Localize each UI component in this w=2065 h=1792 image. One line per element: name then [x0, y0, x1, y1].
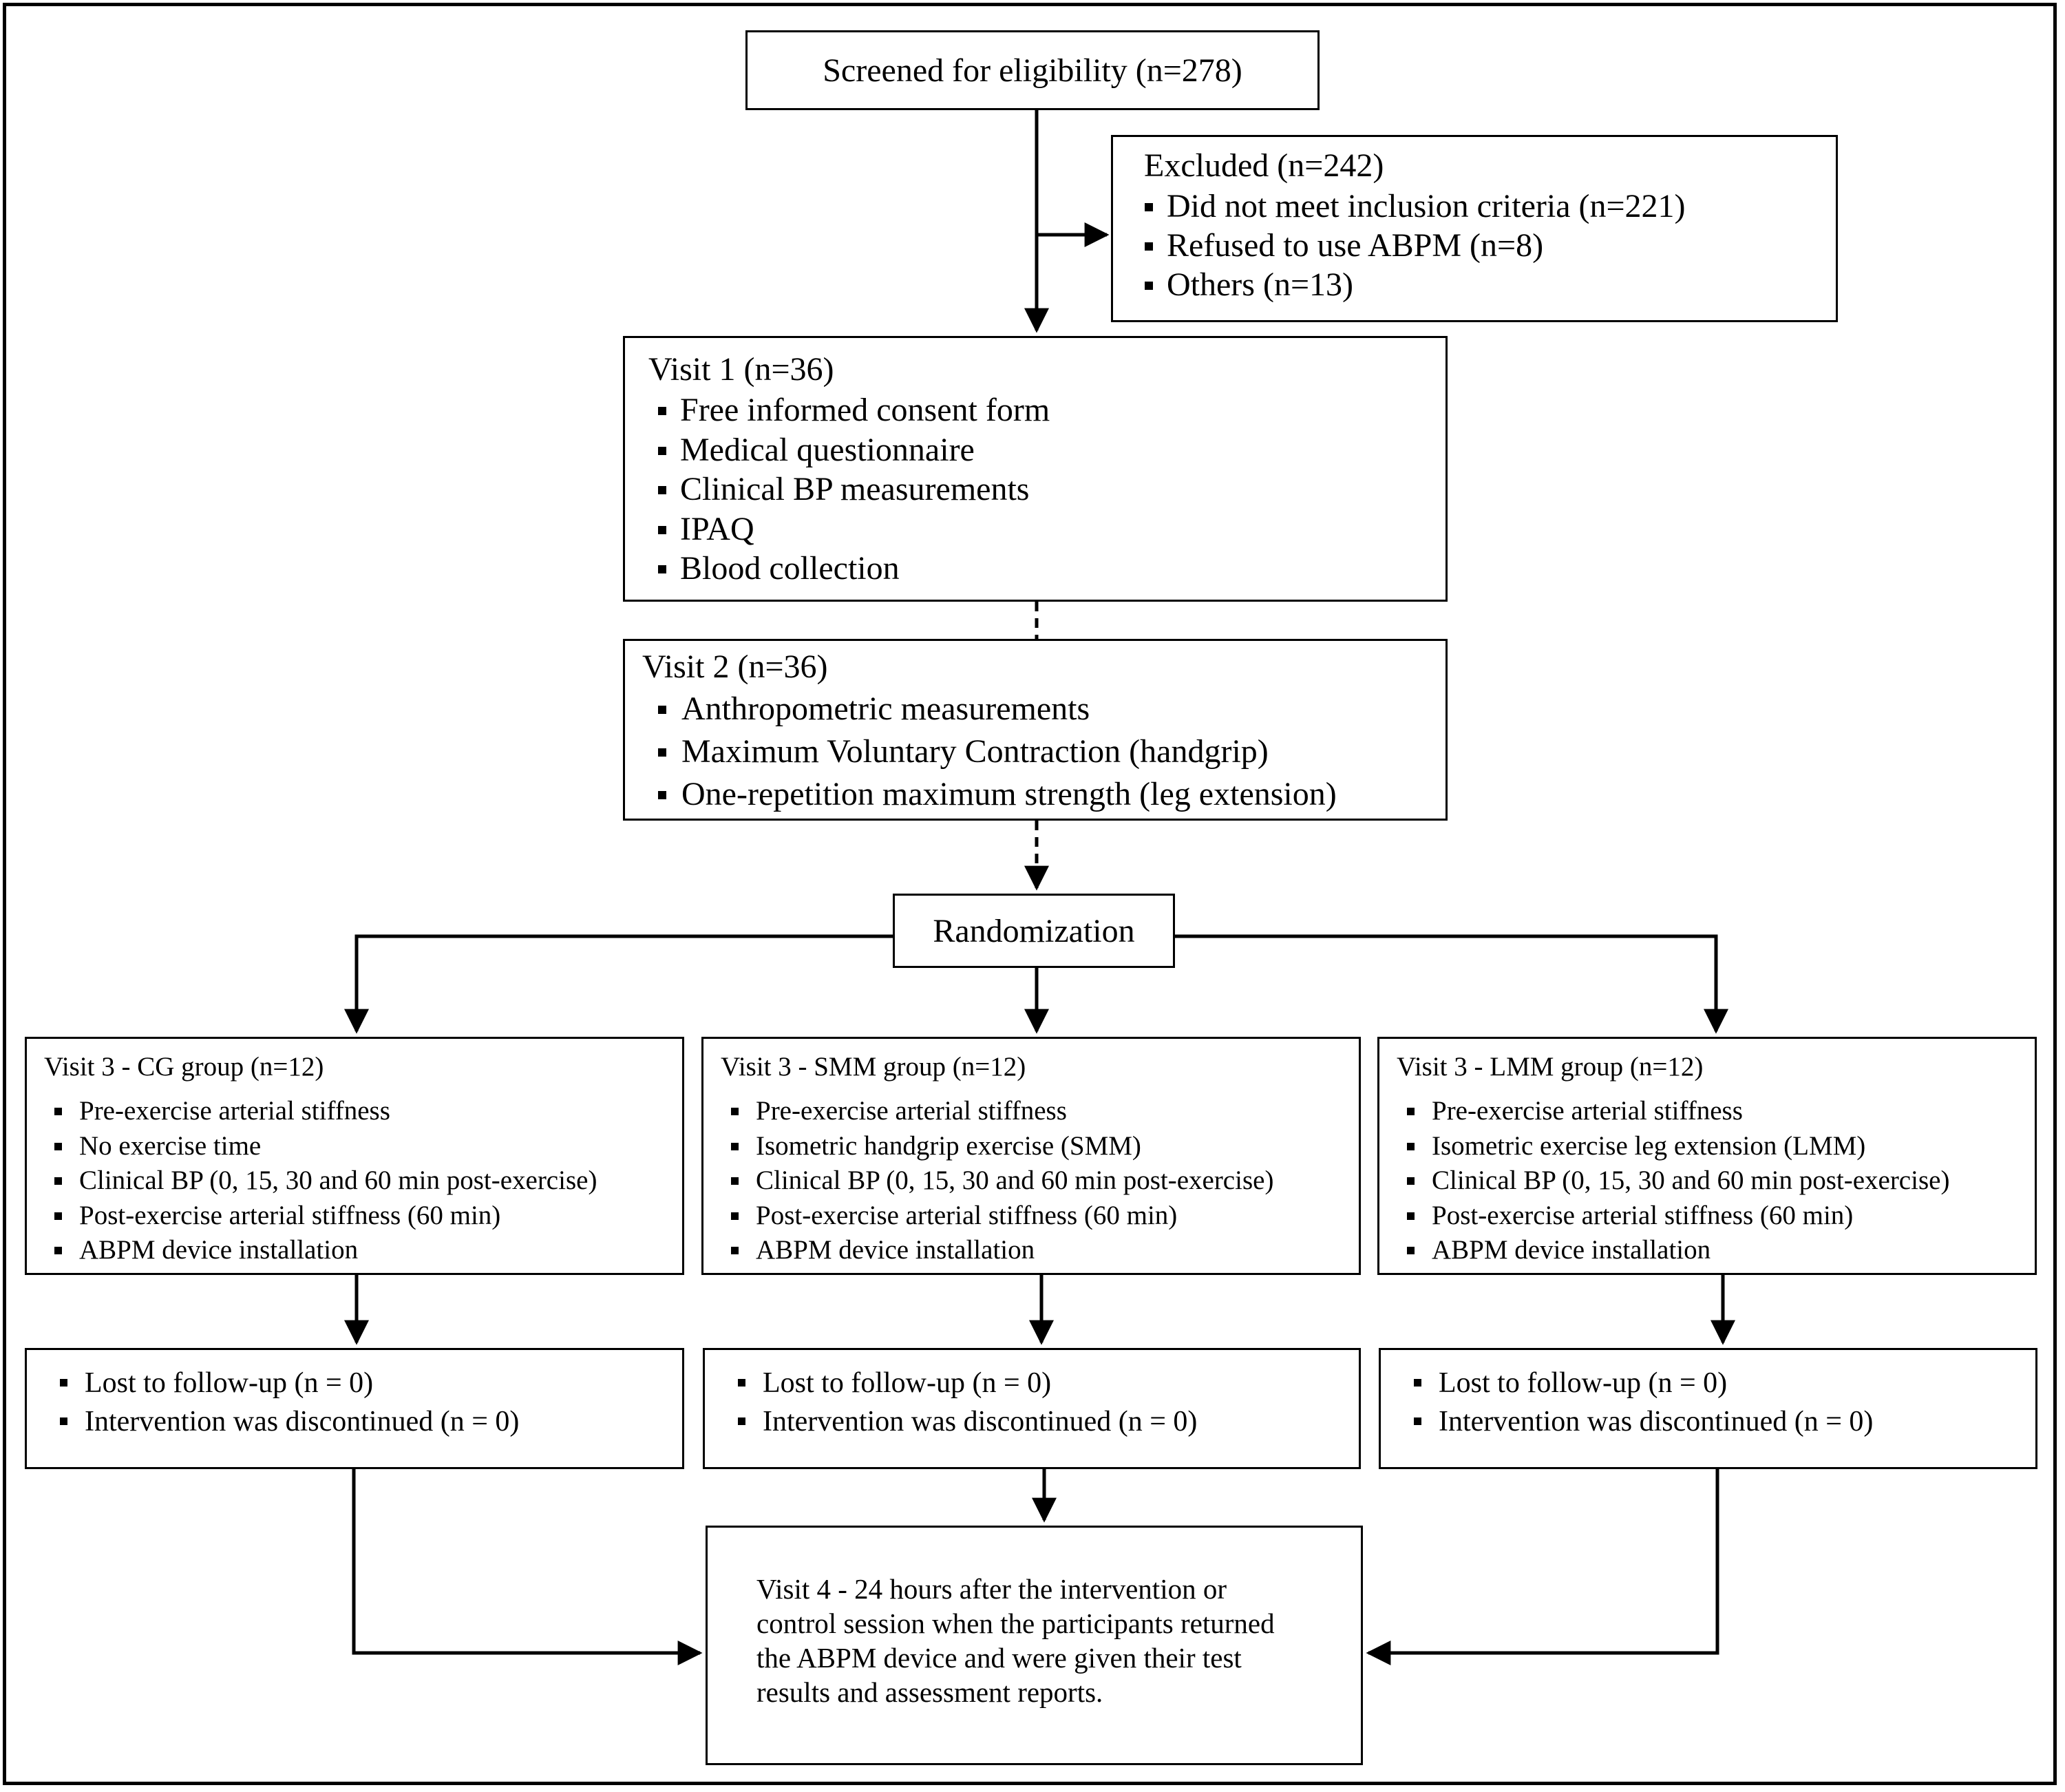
list-item: Clinical BP (0, 15, 30 and 60 min post-e… [730, 1163, 1273, 1199]
excluded-title: Excluded (n=242) [1144, 147, 1384, 184]
group-cg-list: Pre-exercise arterial stiffness No exerc… [54, 1094, 597, 1268]
list-item: Intervention was discontinued (n = 0) [1413, 1402, 1873, 1441]
group-smm-title: Visit 3 - SMM group (n=12) [721, 1052, 1026, 1082]
list-item: Post-exercise arterial stiffness (60 min… [54, 1199, 597, 1234]
list-item: Anthropometric measurements [658, 688, 1337, 730]
list-item: Medical questionnaire [657, 430, 1050, 470]
list-item: Refused to use ABPM (n=8) [1145, 226, 1686, 265]
group-smm-list: Pre-exercise arterial stiffness Isometri… [730, 1094, 1273, 1268]
arrow-to-cg [344, 934, 893, 1034]
group-lmm-title: Visit 3 - LMM group (n=12) [1397, 1052, 1704, 1082]
list-item: Lost to follow-up (n = 0) [737, 1364, 1197, 1402]
list-item: Lost to follow-up (n = 0) [1413, 1364, 1873, 1402]
figure-frame [3, 3, 2057, 1785]
list-item: Pre-exercise arterial stiffness [1406, 1094, 1949, 1129]
list-item: ABPM device installation [730, 1233, 1273, 1268]
followup-smm-list: Lost to follow-up (n = 0) Intervention w… [737, 1364, 1197, 1441]
list-item: Blood collection [657, 549, 1050, 589]
arrow-lmm-to-visit4 [1366, 1469, 1719, 1665]
visit4-text: Visit 4 - 24 hours after the interventio… [756, 1572, 1348, 1709]
list-item: Free informed consent form [657, 390, 1050, 430]
list-item: No exercise time [54, 1129, 597, 1164]
list-item: Isometric handgrip exercise (SMM) [730, 1129, 1273, 1164]
list-item: Post-exercise arterial stiffness (60 min… [1406, 1199, 1949, 1234]
list-item: Maximum Voluntary Contraction (handgrip) [658, 730, 1337, 773]
followup-lmm-list: Lost to follow-up (n = 0) Intervention w… [1413, 1364, 1873, 1441]
visit4-box: Visit 4 - 24 hours after the interventio… [706, 1526, 1363, 1765]
group-smm-box: Visit 3 - SMM group (n=12) Pre-exercise … [701, 1037, 1361, 1275]
list-item: Did not meet inclusion criteria (n=221) [1145, 188, 1686, 224]
group-cg-title: Visit 3 - CG group (n=12) [44, 1052, 324, 1082]
list-item: Pre-exercise arterial stiffness [54, 1094, 597, 1129]
arrow-to-lmm [1175, 934, 1728, 1034]
visit2-list: Anthropometric measurements Maximum Volu… [658, 688, 1337, 816]
list-item: ABPM device installation [54, 1233, 597, 1268]
group-cg-box: Visit 3 - CG group (n=12) Pre-exercise a… [25, 1037, 684, 1275]
visit1-title: Visit 1 (n=36) [648, 351, 834, 388]
arrow-cg-to-visit4 [352, 1469, 703, 1665]
visit2-title: Visit 2 (n=36) [642, 649, 828, 685]
group-lmm-box: Visit 3 - LMM group (n=12) Pre-exercise … [1377, 1037, 2037, 1275]
list-item: Clinical BP (0, 15, 30 and 60 min post-e… [54, 1163, 597, 1199]
visit1-list: Free informed consent form Medical quest… [657, 390, 1050, 589]
list-item: Isometric exercise leg extension (LMM) [1406, 1129, 1949, 1164]
visit4-line: Visit 4 - 24 hours after the interventio… [756, 1573, 1227, 1605]
list-item: IPAQ [657, 509, 1050, 549]
visit4-line: the ABPM device and were given their tes… [756, 1642, 1242, 1674]
screened-label: Screened for eligibility (n=278) [823, 52, 1242, 89]
visit1-box: Visit 1 (n=36) Free informed consent for… [623, 336, 1448, 602]
list-item: Clinical BP measurements [657, 470, 1050, 509]
excluded-box: Excluded (n=242) Did not meet inclusion … [1111, 135, 1838, 322]
list-item: Post-exercise arterial stiffness (60 min… [730, 1199, 1273, 1234]
followup-smm-box: Lost to follow-up (n = 0) Intervention w… [703, 1348, 1361, 1469]
list-item: One-repetition maximum strength (leg ext… [658, 773, 1337, 816]
screened-box: Screened for eligibility (n=278) [745, 30, 1320, 110]
excluded-list: Did not meet inclusion criteria (n=221) … [1145, 187, 1686, 304]
list-item: Others (n=13) [1145, 265, 1686, 304]
list-item: Intervention was discontinued (n = 0) [737, 1402, 1197, 1441]
randomization-label: Randomization [933, 912, 1135, 949]
visit4-line: control session when the participants re… [756, 1607, 1275, 1639]
list-item: Lost to follow-up (n = 0) [59, 1364, 519, 1402]
followup-cg-list: Lost to follow-up (n = 0) Intervention w… [59, 1364, 519, 1441]
list-item: Pre-exercise arterial stiffness [730, 1094, 1273, 1129]
visit2-box: Visit 2 (n=36) Anthropometric measuremen… [623, 639, 1448, 821]
randomization-box: Randomization [893, 894, 1175, 968]
visit4-line: results and assessment reports. [756, 1676, 1103, 1708]
followup-cg-box: Lost to follow-up (n = 0) Intervention w… [25, 1348, 684, 1469]
list-item: ABPM device installation [1406, 1233, 1949, 1268]
group-lmm-list: Pre-exercise arterial stiffness Isometri… [1406, 1094, 1949, 1268]
followup-lmm-box: Lost to follow-up (n = 0) Intervention w… [1379, 1348, 2037, 1469]
list-item: Intervention was discontinued (n = 0) [59, 1402, 519, 1441]
list-item: Clinical BP (0, 15, 30 and 60 min post-e… [1406, 1163, 1949, 1199]
